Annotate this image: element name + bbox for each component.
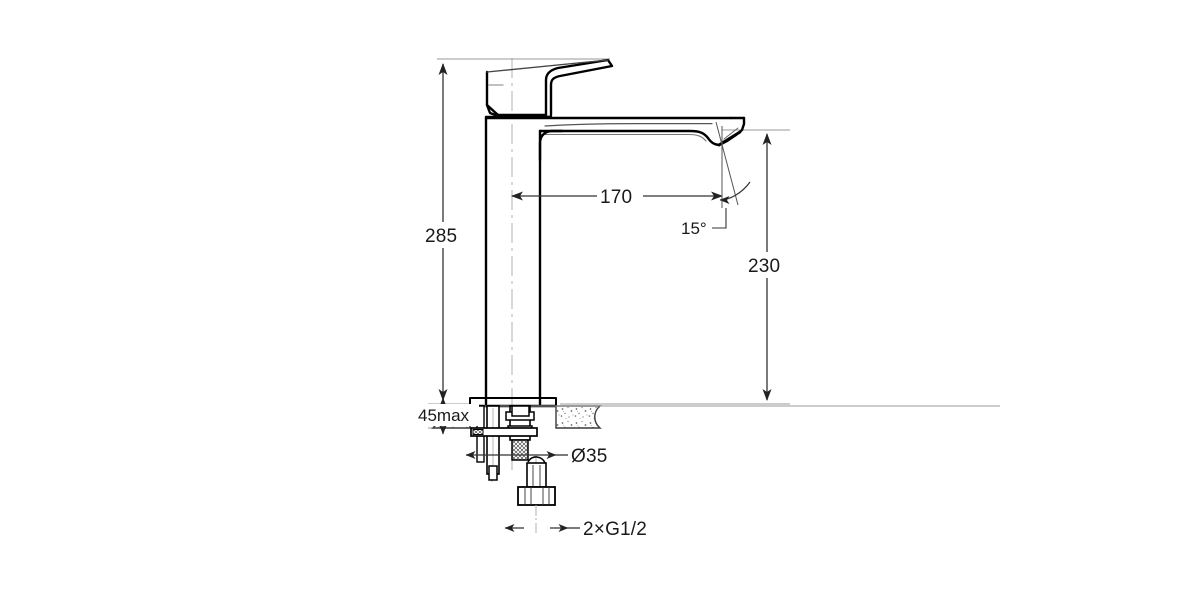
spout-outlet-inner-line (723, 127, 739, 140)
mounting-nut (511, 405, 530, 417)
threaded-stud-left-tip (488, 465, 498, 481)
clamping-plate (470, 427, 538, 437)
spout-arm-underside-shadow (540, 133, 707, 142)
dim-text-bg-230 (746, 252, 792, 278)
dimension-deck-thickness: 45max (417, 397, 479, 435)
dim-gap-supply (524, 516, 550, 538)
dim-label-overall-height: 285 (425, 226, 457, 247)
dimension-supply-connections: 2×G1/2 (504, 505, 647, 540)
dimension-overall-height: 285 (423, 63, 469, 401)
dimension-spout-height: 230 (746, 133, 792, 401)
clamping-plate-nut-left (472, 429, 484, 435)
dimension-mounting-hole: Ø35 (465, 446, 608, 467)
dim-label-mounting-hole: Ø35 (571, 446, 608, 467)
mounting-hardware (470, 405, 556, 506)
dim-label-spout-height: 230 (748, 256, 780, 277)
dim-text-bg-285 (423, 222, 469, 248)
spout-arm-top-inner (544, 123, 713, 127)
dimension-spout-reach: 170 (511, 183, 723, 209)
dim-label-spout-reach: 170 (600, 187, 632, 208)
angle-arc (719, 181, 751, 204)
dim-text-bg-45max (417, 404, 479, 426)
dimension-aerator-angle: 15° (681, 121, 751, 238)
angle-leader (712, 208, 727, 229)
body-spout-fillet (538, 129, 564, 162)
faucet-outline (468, 58, 746, 408)
central-shank-thread (511, 439, 529, 461)
dim-label-deck-thickness: 45max (418, 406, 470, 425)
dim-label-aerator-angle: 15° (681, 219, 707, 238)
lever-handle-top-edge (486, 59, 609, 73)
lever-handle-upper (485, 58, 614, 117)
dim-text-bg-170 (597, 183, 643, 209)
dim-label-supply-connections: 2×G1/2 (583, 519, 647, 540)
spout-arm-underside (538, 129, 721, 147)
supply-hose-barrel (526, 462, 547, 488)
countertop-right-slab (555, 405, 602, 429)
angle-ref-inclined (715, 121, 739, 206)
